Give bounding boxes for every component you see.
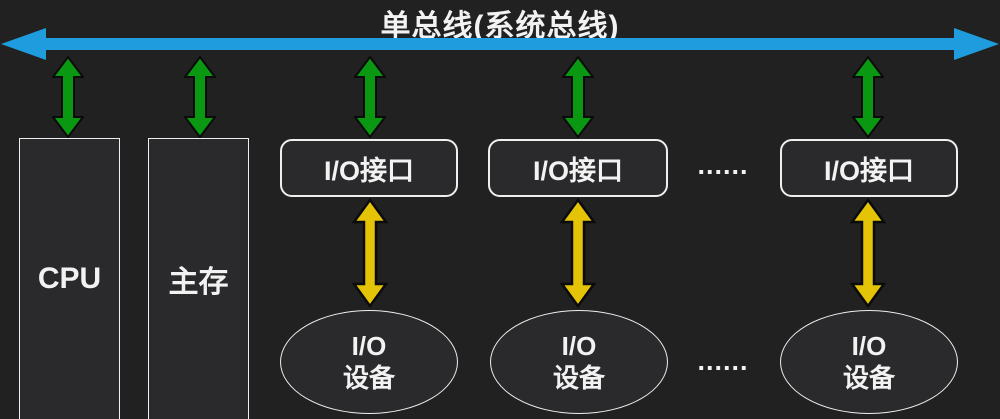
io-device-node-1: I/O 设备 <box>280 310 458 414</box>
cpu-bus-arrow <box>52 56 84 138</box>
io-interface-3-bus-arrow <box>852 56 884 138</box>
cpu-node: CPU <box>19 138 120 419</box>
io-interface-label-1: I/O接口 <box>323 155 414 186</box>
io-device-3-line1: I/O <box>851 331 887 361</box>
memory-node: 主存 <box>148 138 249 419</box>
io-device-node-3: I/O 设备 <box>780 310 958 414</box>
io-device-3-line2: 设备 <box>842 363 895 393</box>
io-device-1-arrow <box>352 198 388 308</box>
io-interface-box-1: I/O接口 <box>280 139 458 197</box>
cpu-label: CPU <box>37 262 102 295</box>
io-device-1-line1: I/O <box>351 331 387 361</box>
io-interface-box-2: I/O接口 <box>488 139 668 197</box>
ellipsis-interfaces: ...... <box>697 150 749 180</box>
system-bus-arrow <box>1 28 999 60</box>
io-interface-label-3: I/O接口 <box>823 155 914 186</box>
io-device-2-line1: I/O <box>561 331 597 361</box>
io-device-2-arrow <box>560 198 596 308</box>
memory-label: 主存 <box>168 266 229 299</box>
io-device-2-line2: 设备 <box>552 363 605 393</box>
bus-title: 单总线(系统总线) <box>380 10 620 43</box>
ellipsis-devices: ...... <box>697 346 749 376</box>
io-device-node-2: I/O 设备 <box>490 310 668 414</box>
io-interface-2-bus-arrow <box>562 56 594 138</box>
io-interface-1-bus-arrow <box>354 56 386 138</box>
io-interface-label-2: I/O接口 <box>532 155 623 186</box>
memory-bus-arrow <box>184 56 216 138</box>
io-device-3-arrow <box>850 198 886 308</box>
io-device-1-line2: 设备 <box>342 363 395 393</box>
io-interface-box-3: I/O接口 <box>780 139 958 197</box>
